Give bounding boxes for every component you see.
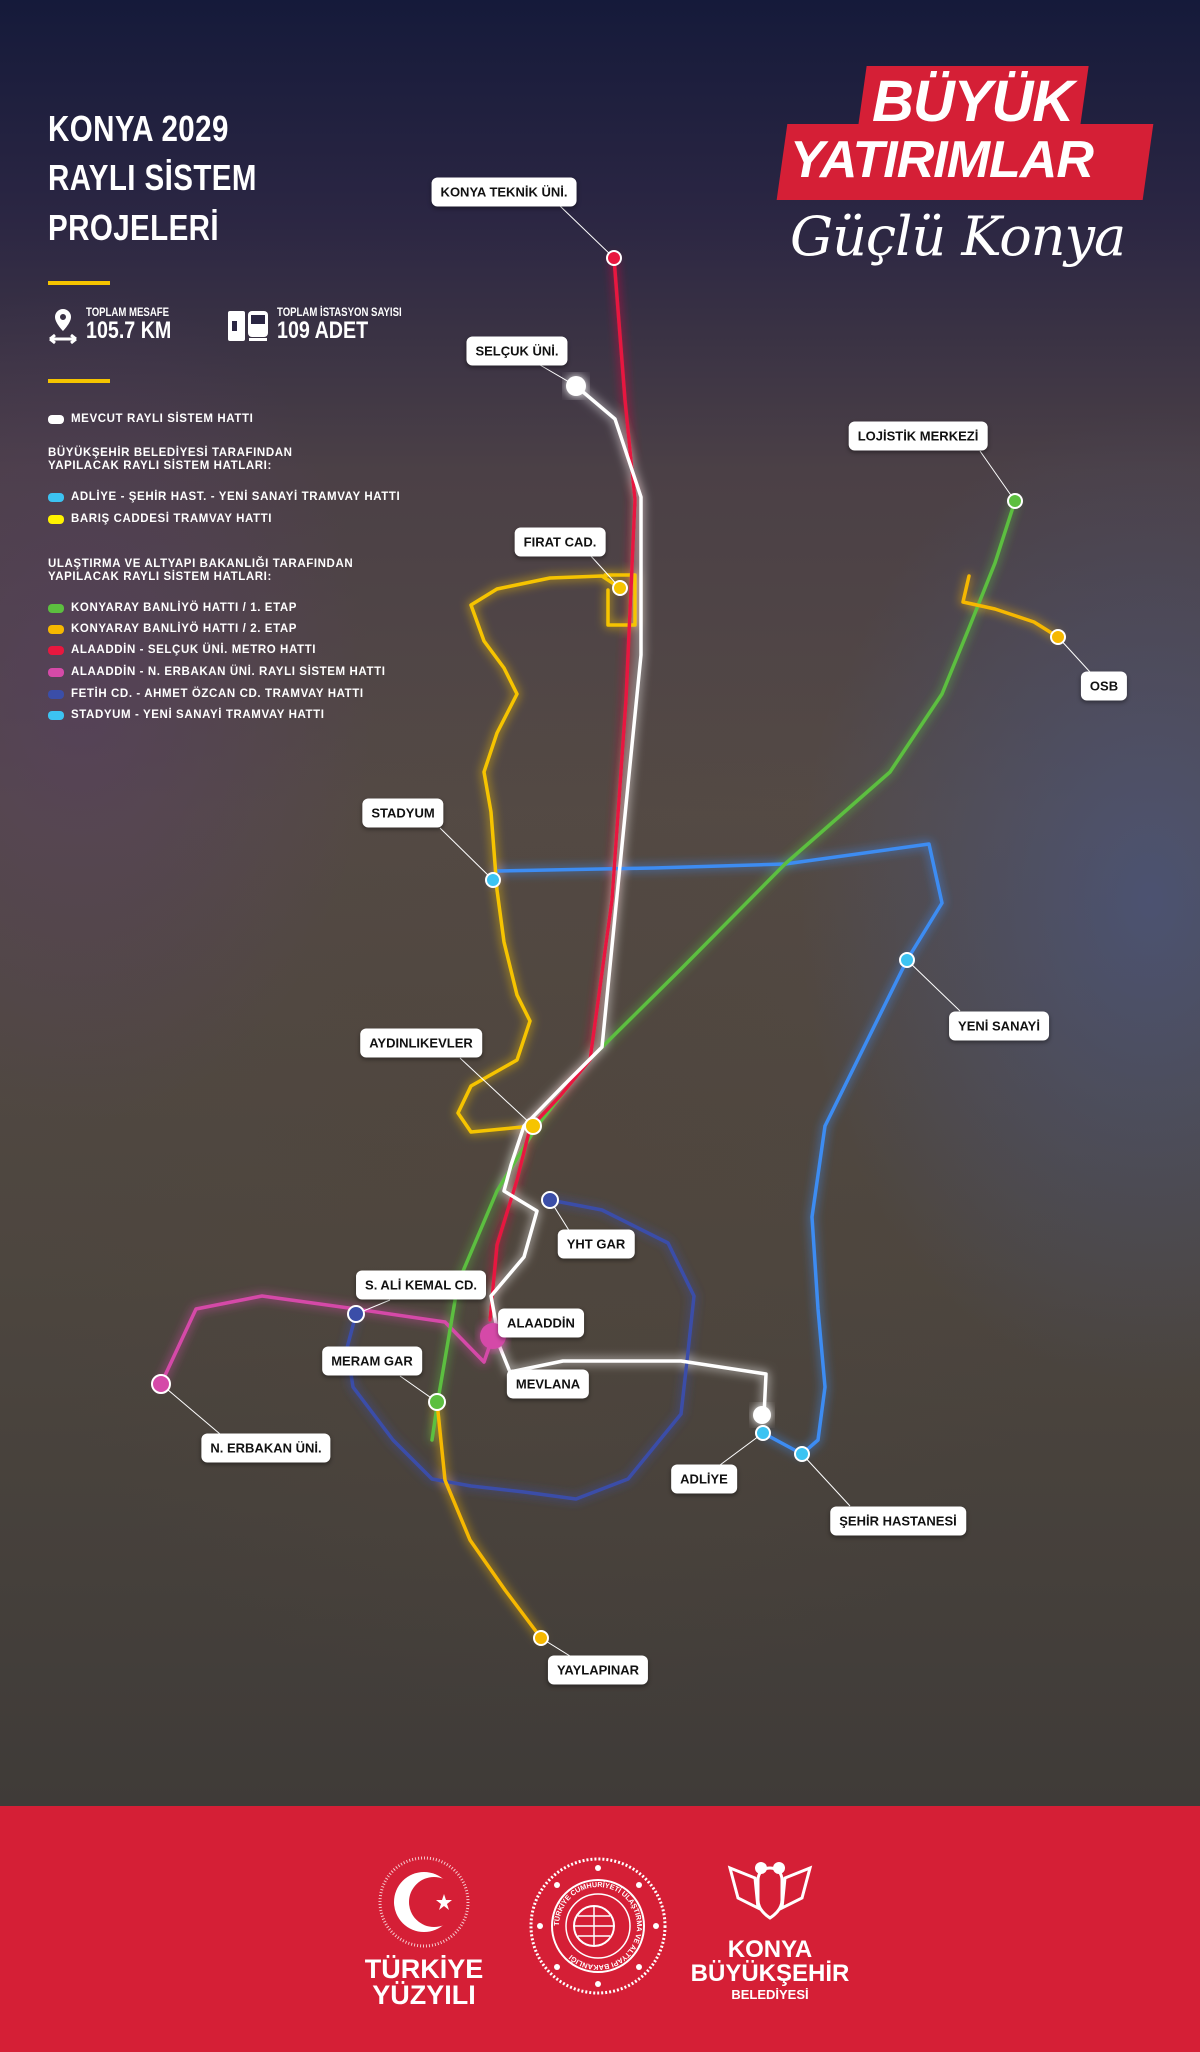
station-label-firat: FIRAT CAD. [514,527,606,557]
legend-label: ALAADDİN - SELÇUK ÜNİ. METRO HATTI [71,644,317,656]
crescent-star-icon [378,1856,470,1948]
legend-swatch [48,603,64,613]
location-distance-icon [49,309,77,345]
legend-swatch [48,645,64,655]
legend-item-fetih: FETİH CD. - AHMET ÖZCAN CD. TRAMVAY HATT… [48,688,364,700]
legend-item-existing: MEVCUT RAYLI SİSTEM HATTI [48,413,253,425]
legend-label: ADLİYE - ŞEHİR HAST. - YENİ SANAYİ TRAMV… [71,491,401,503]
station-dots [151,250,1066,1646]
stat-distance-label: TOPLAM MESAFE [86,305,170,319]
station-label-yaylapinar: YAYLAPINAR [547,1655,649,1685]
legend-heading-ministry: ULAŞTIRMA VE ALTYAPI BAKANLIĞI TARAFINDA… [48,558,354,583]
slogan-line1: BÜYÜK [872,69,1074,134]
logo3-text-line3: BELEDİYESİ [731,1987,809,2002]
legend-item-baris-tram: BARIŞ CADDESİ TRAMVAY HATTI [48,513,272,525]
legend-label: KONYARAY BANLİYÖ HATTI / 2. ETAP [71,623,298,635]
station-label-erbakan: N. ERBAKAN ÜNİ. [201,1433,331,1463]
station-label-ali-kemal: S. ALİ KEMAL CD. [356,1270,486,1300]
legend-item-konyaray-1: KONYARAY BANLİYÖ HATTI / 1. ETAP [48,602,297,614]
legend-swatch [48,414,64,424]
stat-distance: TOPLAM MESAFE 105.7 KM [48,305,190,345]
line-stadyum-yeni-sanayi [491,842,944,1456]
divider [48,379,110,383]
legend-label: ALAADDİN - N. ERBAKAN ÜNİ. RAYLI SİSTEM … [71,666,386,678]
station-label-meram: MERAM GAR [322,1346,422,1376]
legend-item-metro: ALAADDİN - SELÇUK ÜNİ. METRO HATTI [48,644,316,656]
station-label-aydinlikevler: AYDINLIKEVLER [360,1028,482,1058]
legend-swatch [48,667,64,677]
legend-swatch [48,689,64,699]
double-headed-eagle-icon [727,1862,813,1920]
satellite-map-background [0,0,1200,1806]
station-label-yeni-sanayi: YENİ SANAYİ [949,1011,1049,1041]
logo-ministry-seal: TÜRKİYE CUMHURİYETİ ULAŞTIRMA VE ALTYAPI… [528,1856,668,1996]
logo3-text-line2: BÜYÜKŞEHİR [690,1960,850,1987]
legend-swatch [48,492,64,502]
rail-map [151,205,1091,1657]
label-connectors [160,205,1091,1657]
station-label-sehir-hastanesi: ŞEHİR HASTANESİ [830,1506,966,1536]
legend-label: BARIŞ CADDESİ TRAMVAY HATTI [71,513,273,525]
station-train-icon [228,311,268,341]
page-title-line3: PROJELERİ [48,207,220,248]
stat-stations-label: TOPLAM İSTASYON SAYISI [277,305,402,319]
slogan-line2: YATIRIMLAR [790,131,1094,189]
legend-item-konyaray-2: KONYARAY BANLİYÖ HATTI / 2. ETAP [48,623,297,635]
legend-swatch [48,624,64,634]
station-label-stadyum: STADYUM [362,798,444,828]
line-baris-caddesi [456,573,637,1134]
page-title-line1: KONYA 2029 [48,108,229,149]
line-konyaray-2 [435,574,1060,1640]
legend-label: FETİH CD. - AHMET ÖZCAN CD. TRAMVAY HATT… [71,688,364,700]
ministry-seal-icon: TÜRKİYE CUMHURİYETİ ULAŞTIRMA VE ALTYAPI… [529,1857,667,1995]
station-label-mevlana: MEVLANA [506,1369,590,1399]
station-label-alaaddin: ALAADDİN [498,1308,584,1338]
legend-item-erbakan: ALAADDİN - N. ERBAKAN ÜNİ. RAYLI SİSTEM … [48,666,386,678]
footer-band: TÜRKİYE YÜZYILI TÜRKİYE CUMHURİYETİ ULAŞ… [0,1806,1200,2052]
station-label-lojistik: LOJİSTİK MERKEZİ [848,421,988,451]
legend-label: KONYARAY BANLİYÖ HATTI / 1. ETAP [71,602,298,614]
stat-stations: TOPLAM İSTASYON SAYISI 109 ADET [227,305,433,345]
line-fetih-ahmet-ozcan [345,1198,696,1501]
legend-label: MEVCUT RAYLI SİSTEM HATTI [71,413,254,425]
station-label-konya-teknik: KONYA TEKNİK ÜNİ. [431,177,577,207]
station-label-adliye: ADLİYE [671,1464,737,1494]
page-title-line2: RAYLI SİSTEM [48,157,257,198]
stat-distance-value: 105.7 KM [86,317,172,344]
station-label-osb: OSB [1080,671,1128,701]
logo1-text-line1: TÜRKİYE [364,1954,484,1984]
legend-item-stadyum: STADYUM - YENİ SANAYİ TRAMVAY HATTI [48,709,325,721]
line-konyaray-1 [430,499,1017,1442]
legend-label: STADYUM - YENİ SANAYİ TRAMVAY HATTI [71,709,325,721]
slogan-line3: Güçlü Konya [790,205,1126,268]
divider [48,281,110,285]
logo1-text-line2: YÜZYILI [372,1980,476,2010]
logo3-text-line1: KONYA [727,1936,813,1963]
legend-swatch [48,514,64,524]
station-label-selcuk: SELÇUK ÜNİ. [466,336,568,366]
stat-stations-value: 109 ADET [277,317,369,344]
legend-swatch [48,710,64,720]
legend-item-adliye-tram: ADLİYE - ŞEHİR HAST. - YENİ SANAYİ TRAMV… [48,491,400,503]
line-existing [489,384,768,1418]
station-label-yht: YHT GAR [557,1229,635,1259]
